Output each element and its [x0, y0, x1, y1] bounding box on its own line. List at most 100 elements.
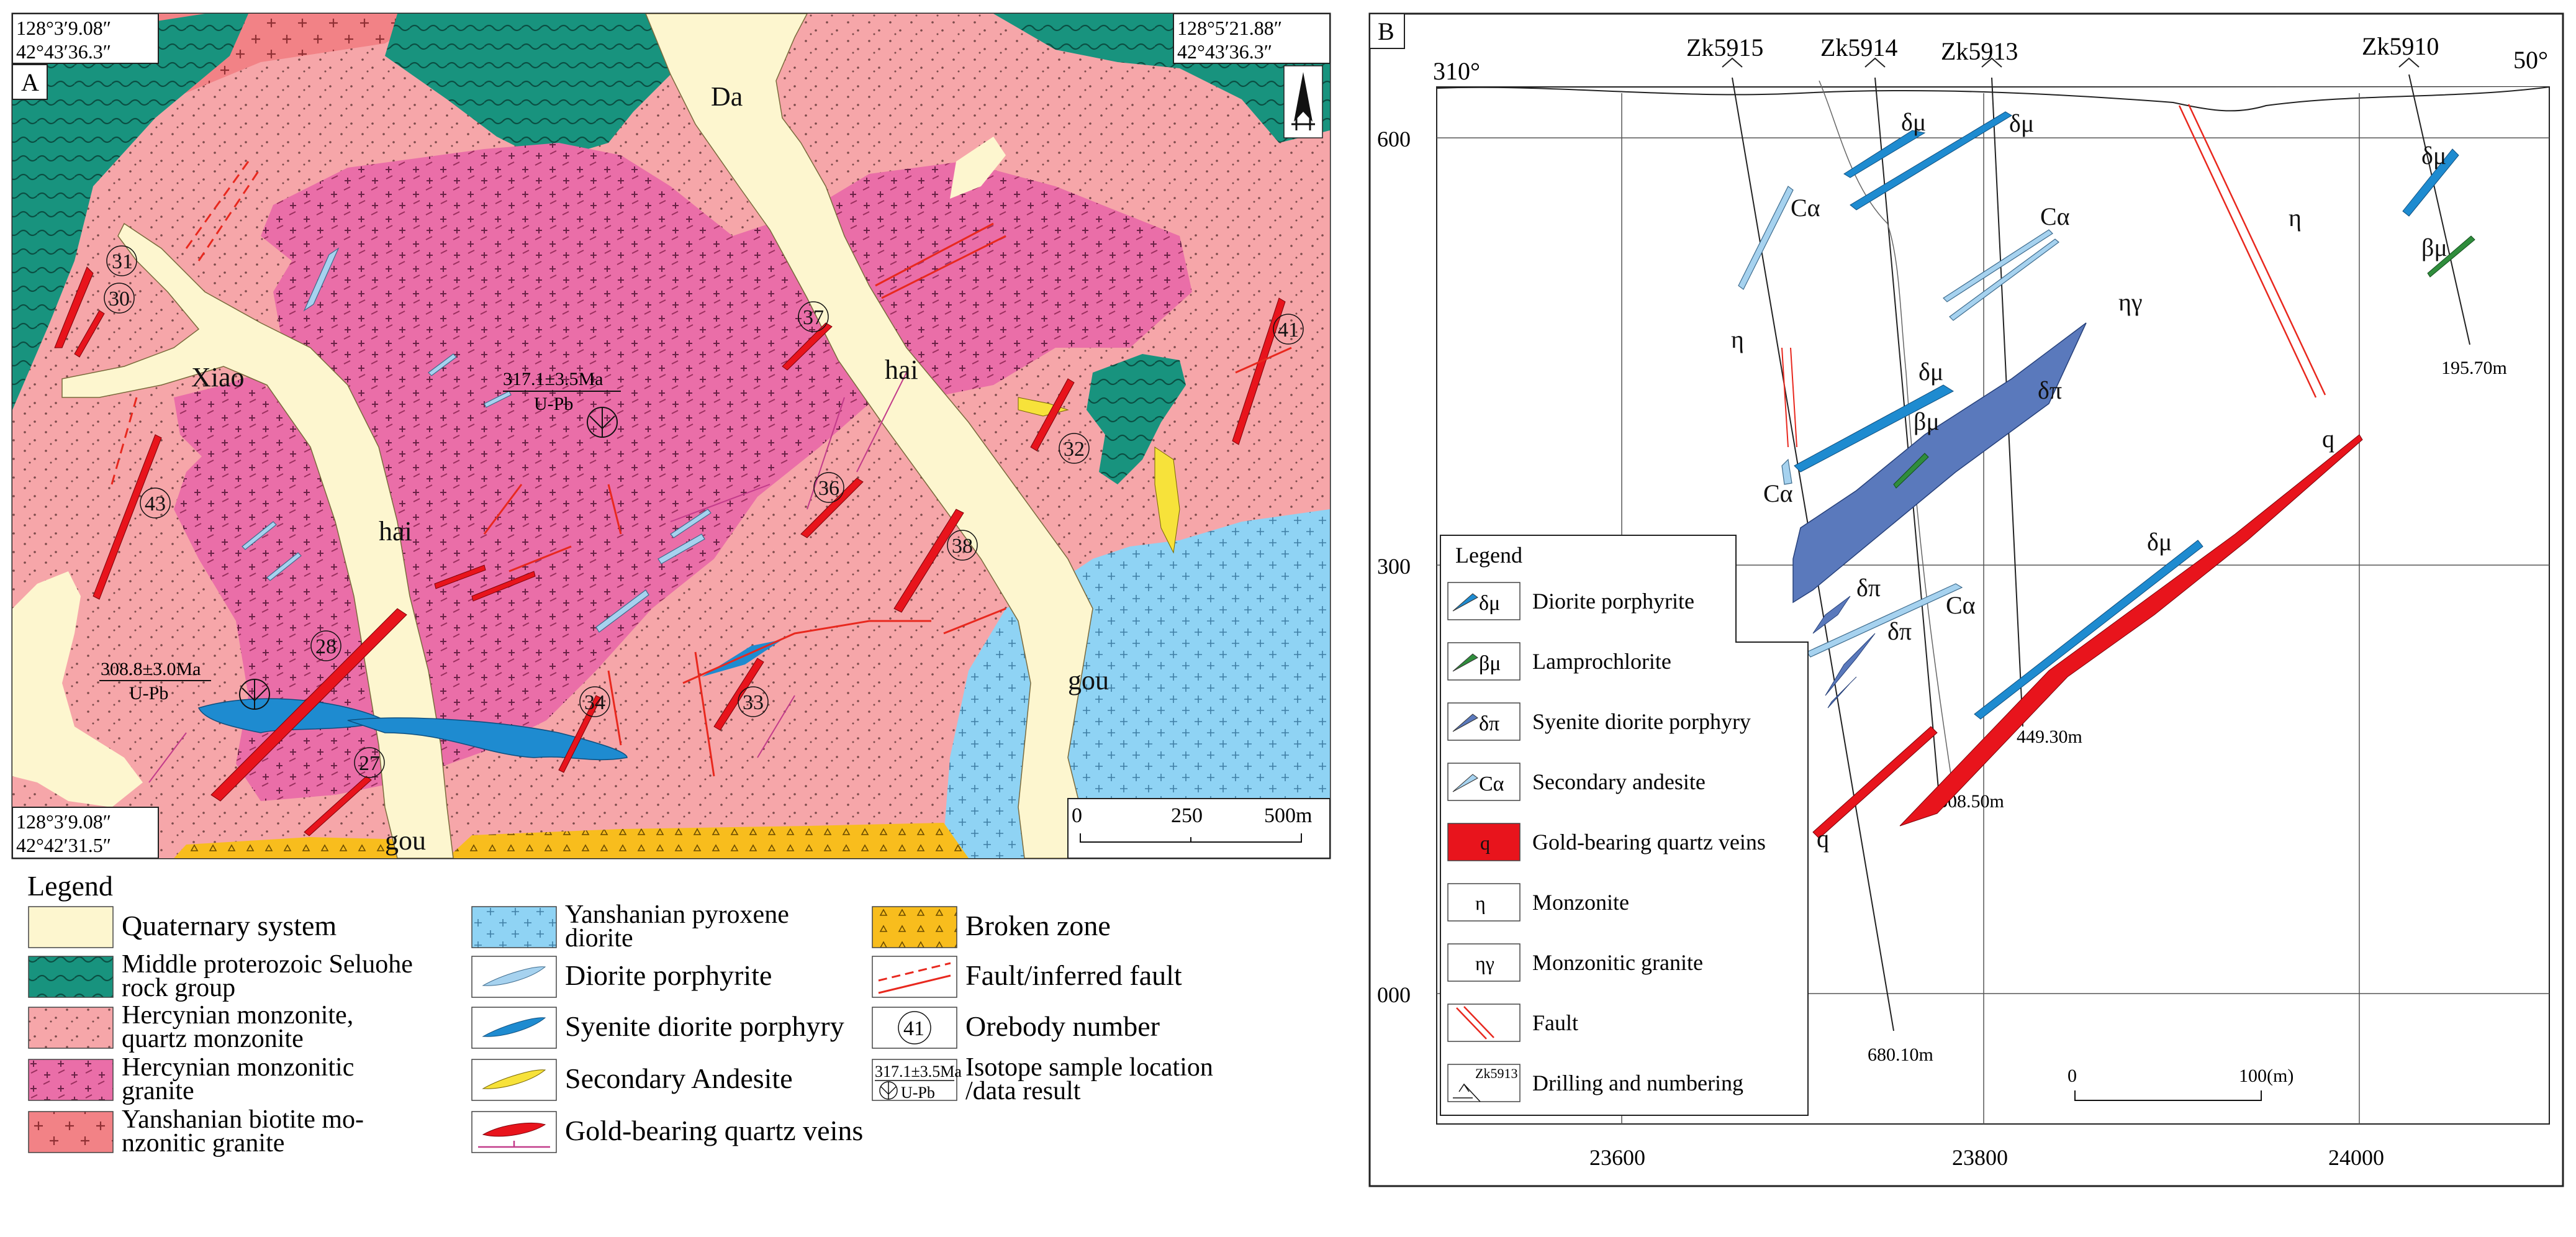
depth-zk5910: 195.70m	[2441, 358, 2507, 378]
legend-b-item: Fault	[1447, 1004, 1578, 1042]
rock-label: δπ	[2038, 376, 2062, 404]
section-fault-main	[2178, 104, 2326, 398]
legend-a-label: Yanshanian biotite mo-	[122, 1105, 364, 1134]
orebody-27: 27	[354, 747, 385, 778]
section-andesite-3	[1949, 238, 2059, 321]
isotope-sample-1: 317.1±3.5Ma U-Pb	[503, 369, 621, 438]
faults	[111, 161, 1292, 777]
swatch-diorite	[471, 956, 557, 998]
place-hai-west: hai	[379, 516, 412, 546]
section-bodies	[1738, 104, 2475, 839]
legend-a-item-quaternary: Quaternary system	[28, 906, 337, 948]
legend-a-item-biotite: Yanshanian biotite mo-nzonitic granite	[28, 1105, 364, 1158]
section-plot-frame	[1436, 86, 2550, 1125]
legend-b-swatch: q	[1447, 823, 1521, 861]
section-lamprochlorite-2	[2427, 235, 2475, 278]
diorite-lens-1	[303, 247, 340, 312]
svg-text:27: 27	[359, 752, 380, 775]
section-diorite-3	[1794, 384, 1955, 473]
vein-28	[210, 608, 407, 802]
syenite-body-east	[702, 640, 782, 677]
swatch-quaternary	[28, 906, 114, 948]
y-tick-000: 000	[1377, 982, 1411, 1007]
svg-text:308.8±3.0Ma: 308.8±3.0Ma	[101, 659, 201, 679]
drillhole-zk5913: Zk5913	[1941, 37, 2018, 65]
diorite-lens-7	[595, 589, 649, 633]
y-tick-300: 300	[1377, 554, 1411, 579]
legend-a-item-syenite: Syenite diorite porphyry	[471, 1007, 844, 1049]
swatch-granite	[28, 1059, 114, 1101]
legend-b-label: Secondary andesite	[1532, 769, 1706, 794]
section-andesite-4	[1781, 458, 1792, 485]
x-tick-23600: 23600	[1589, 1145, 1645, 1170]
legend-b-swatch: βμ	[1447, 642, 1521, 681]
legend-b-item: βμ Lamprochlorite	[1447, 642, 1671, 681]
svg-text:28: 28	[315, 635, 337, 658]
scale-bar-b: 0 100(m)	[2068, 1066, 2294, 1101]
isotope-sample-method: U-Pb	[901, 1084, 935, 1102]
section-syenite-small-1	[1812, 596, 1851, 634]
legend-a-label: Isotope sample location	[965, 1053, 1213, 1082]
vein-misc-2	[471, 571, 536, 602]
swatch-andesite	[471, 1059, 557, 1101]
coord-tr-lon: 128°5′21.88″	[1177, 17, 1282, 39]
section-syenite-small-2	[1825, 633, 1876, 696]
vein-38	[893, 509, 964, 613]
scale-bar-a: 0 250 500m	[1067, 798, 1331, 859]
rock-label: η	[2289, 204, 2302, 232]
drillhole-zk5914: Zk5914	[1820, 34, 1897, 61]
syenite-body-center	[347, 717, 628, 761]
place-gou-east: gou	[1068, 665, 1109, 696]
legend-a-label: quartz monzonite	[122, 1025, 304, 1053]
andesite-body-2	[1154, 446, 1180, 554]
orebody-41: 41	[1273, 314, 1304, 345]
legend-b-swatch: δμ	[1447, 582, 1521, 620]
north-arrow-icon	[1283, 65, 1323, 138]
section-diorite-1	[1843, 130, 1926, 178]
svg-text:32: 32	[1064, 438, 1085, 461]
section-syenite-main	[1792, 322, 2087, 604]
quaternary-southwest	[12, 571, 143, 807]
vein-33	[713, 658, 764, 731]
orebody-sample-label: 41	[903, 1017, 924, 1040]
orebody-37: 37	[798, 301, 829, 332]
legend-b-symbol: Cα	[1479, 773, 1504, 795]
azimuth-east: 50°	[2513, 46, 2548, 74]
diorite-lens-2	[428, 353, 457, 376]
legend-b-label: Lamprochlorite	[1532, 649, 1671, 674]
legend-a-item-monzonite: Hercynian monzonite,quartz monzonite	[28, 1001, 353, 1053]
drillhole-labels: Zk5915 Zk5914 Zk5913 Zk5910	[1686, 32, 2439, 65]
vein-41	[1232, 297, 1286, 445]
isotope-sample-2: 308.8±3.0Ma U-Pb	[99, 659, 270, 710]
coords-top-left: 128°3′9.08″ 42°43′36.3″	[12, 13, 159, 64]
legend-b-symbol: Zk5913	[1475, 1066, 1517, 1081]
vein-32	[1030, 378, 1075, 451]
rock-label: q	[1817, 825, 1829, 853]
panel-a-label: A	[21, 68, 39, 96]
orebody-30: 30	[104, 283, 135, 314]
swatch-broken	[872, 906, 957, 948]
diorite-lens-8	[484, 391, 512, 408]
svg-text:U-Pb: U-Pb	[129, 683, 168, 704]
coord-tl-lon: 128°3′9.08″	[16, 17, 111, 39]
swatch-gold	[471, 1111, 557, 1153]
coord-tr-lat: 42°43′36.3″	[1177, 40, 1272, 63]
rock-label: Cα	[1763, 479, 1793, 507]
legend-a-label: Middle proterozoic Seluohe	[122, 950, 413, 979]
y-tick-600: 600	[1377, 127, 1411, 152]
unit-granite-west	[174, 373, 273, 460]
coord-bl-lon: 128°3′9.08″	[16, 810, 111, 833]
vein-27	[304, 776, 372, 836]
swatch-syenite	[471, 1007, 557, 1049]
legend-a-label: Diorite porphyrite	[565, 959, 772, 991]
unit-broken-zone-east	[447, 823, 969, 858]
x-tick-24000: 24000	[2328, 1145, 2384, 1170]
section-andesite-5	[1806, 583, 1963, 658]
coord-bl-lat: 42°42′31.5″	[16, 834, 111, 856]
